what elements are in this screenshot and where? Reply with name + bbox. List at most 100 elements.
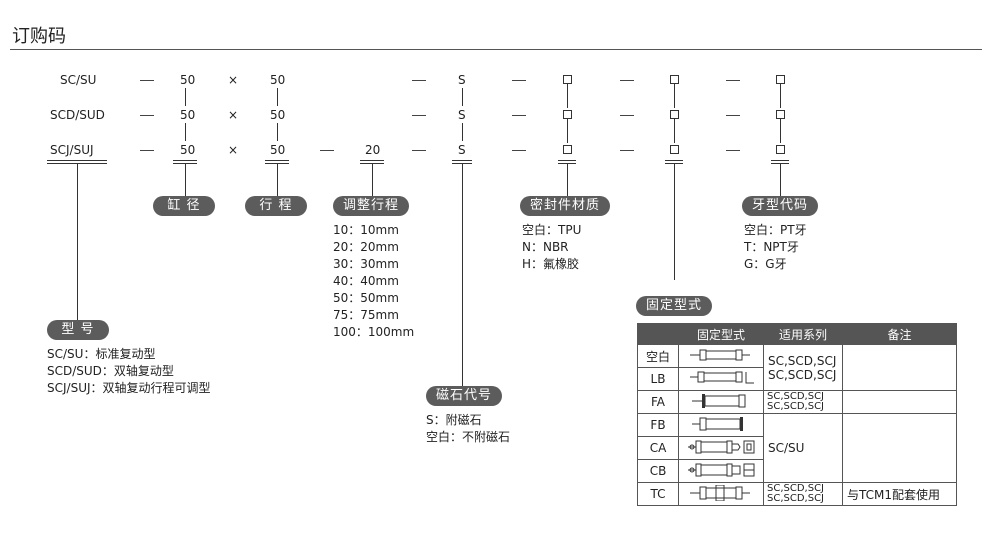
- mount-code: 空白: [637, 344, 679, 368]
- mount-code: CA: [637, 436, 679, 460]
- cylinder-trunnion-icon: [678, 482, 764, 506]
- underline: [452, 163, 472, 164]
- thread-placeholder-box: [776, 110, 785, 119]
- separator-dash: [412, 150, 426, 151]
- leader-line-thread: [780, 164, 781, 196]
- underline: [173, 160, 197, 161]
- series-text: SC,SCD,SCJ: [767, 483, 824, 494]
- separator-dash: [320, 150, 334, 151]
- model-label-pill: 型 号: [47, 320, 109, 340]
- list-item: SCJ/SUJ：双轴复动行程可调型: [47, 381, 211, 395]
- series-cell: SC,SCD,SCJ SC,SCD,SCJ: [763, 344, 843, 391]
- connector-line: [462, 123, 463, 141]
- connector-line: [674, 119, 675, 143]
- separator-dash: [512, 150, 526, 151]
- connector-line: [185, 88, 186, 106]
- mount-code: CB: [637, 459, 679, 483]
- thread-placeholder-box: [776, 75, 785, 84]
- mount-placeholder-box: [670, 110, 679, 119]
- note-cell: [842, 344, 957, 391]
- leader-line-seal: [567, 164, 568, 196]
- mount-label-pill: 固定型式: [636, 296, 712, 316]
- model-code-2: SCD/SUD: [50, 108, 105, 122]
- cylinder-rear-flange-icon: [678, 413, 764, 437]
- connector-line: [462, 88, 463, 106]
- separator-dash: [140, 80, 154, 81]
- thread-placeholder-box: [776, 145, 785, 154]
- separator-dash: [412, 115, 426, 116]
- list-item: 100：100mm: [333, 325, 415, 339]
- mount-code: FB: [637, 413, 679, 437]
- underline: [771, 160, 789, 161]
- adjust-stroke-list: 10：10mm 20：20mm 30：30mm 40：40mm 50：50mm …: [333, 222, 414, 341]
- magnet-code-list: S：附磁石 空白：不附磁石: [426, 412, 510, 446]
- series-text: SC,SCD,SCJ: [767, 493, 824, 504]
- series-text: SC/SU: [768, 441, 805, 455]
- model-type-list: SC/SU：标准复动型 SCD/SUD：双轴复动型 SCJ/SUJ：双轴复动行程…: [47, 346, 211, 397]
- list-item: SCD/SUD：双轴复动型: [47, 364, 174, 378]
- series-text: SC,SCD,SCJ: [768, 353, 837, 368]
- separator-dash: [620, 80, 634, 81]
- underline: [771, 163, 789, 164]
- note-cell: [842, 413, 957, 483]
- mount-type-table: 固定型式 适用系列 备注 空白 SC,SCD,SCJ SC,SCD,SCJ LB…: [637, 323, 957, 506]
- connector-line: [780, 119, 781, 143]
- model-code-3: SCJ/SUJ: [50, 143, 94, 157]
- connector-line: [185, 123, 186, 141]
- list-item: 50：50mm: [333, 291, 399, 305]
- underline: [265, 163, 289, 164]
- note-cell: [842, 390, 957, 414]
- connector-line: [567, 119, 568, 143]
- seal-placeholder-box: [563, 145, 572, 154]
- bore-code-2: 50: [180, 108, 196, 122]
- list-item: 空白：TPU: [522, 223, 582, 237]
- table-row: TC SC,SCD,SCJ SC,SCD,SCJ 与TCM1配套使用: [637, 482, 957, 506]
- stroke-code-2: 50: [270, 108, 286, 122]
- underline: [47, 163, 107, 164]
- table-row: 空白 SC,SCD,SCJ SC,SCD,SCJ: [637, 344, 957, 391]
- list-item: 空白：不附磁石: [426, 430, 511, 444]
- table-header-cell: [637, 323, 679, 345]
- series-text: SC,SCD,SCJ: [767, 391, 824, 402]
- series-cell: SC/SU: [763, 413, 843, 483]
- note-cell: 与TCM1配套使用: [842, 482, 957, 506]
- leader-line-bore: [185, 164, 186, 196]
- leader-line-model: [77, 164, 78, 320]
- thread-label-pill: 牙型代码: [742, 196, 818, 216]
- cylinder-basic-icon: [678, 344, 764, 368]
- underline: [265, 160, 289, 161]
- connector-line: [567, 84, 568, 108]
- title-divider: [10, 49, 982, 50]
- table-row: FB SC/SU: [637, 413, 957, 483]
- stroke-code-1: 50: [270, 73, 286, 87]
- separator-dash: [140, 115, 154, 116]
- mount-code: TC: [637, 482, 679, 506]
- page-title: 订购码: [12, 26, 66, 47]
- cylinder-flange-icon: [678, 390, 764, 414]
- list-item: SC/SU：标准复动型: [47, 347, 156, 361]
- underline: [558, 160, 576, 161]
- table-header-cell: 备注: [842, 323, 957, 345]
- list-item: H：氟橡胶: [522, 257, 580, 271]
- list-item: S：附磁石: [426, 413, 482, 427]
- series-cell: SC,SCD,SCJ SC,SCD,SCJ: [763, 390, 843, 414]
- note-text: 与TCM1配套使用: [847, 487, 940, 502]
- times-sign-2: ×: [228, 108, 239, 122]
- series-cell: SC,SCD,SCJ SC,SCD,SCJ: [763, 482, 843, 506]
- separator-dash: [726, 150, 740, 151]
- adjust-label-pill: 调整行程: [333, 196, 409, 216]
- mount-placeholder-box: [670, 75, 679, 84]
- seal-material-list: 空白：TPU N：NBR H：氟橡胶: [522, 222, 581, 273]
- list-item: 10：10mm: [333, 223, 399, 237]
- bore-label-pill: 缸 径: [153, 196, 215, 216]
- separator-dash: [512, 80, 526, 81]
- leader-line-stroke: [277, 164, 278, 196]
- bore-code-3: 50: [180, 143, 196, 157]
- list-item: 75：75mm: [333, 308, 399, 322]
- underline: [360, 160, 384, 161]
- underline: [665, 160, 683, 161]
- separator-dash: [412, 80, 426, 81]
- underline: [558, 163, 576, 164]
- magnet-code-3: S: [458, 143, 466, 157]
- adjust-code-3: 20: [365, 143, 381, 157]
